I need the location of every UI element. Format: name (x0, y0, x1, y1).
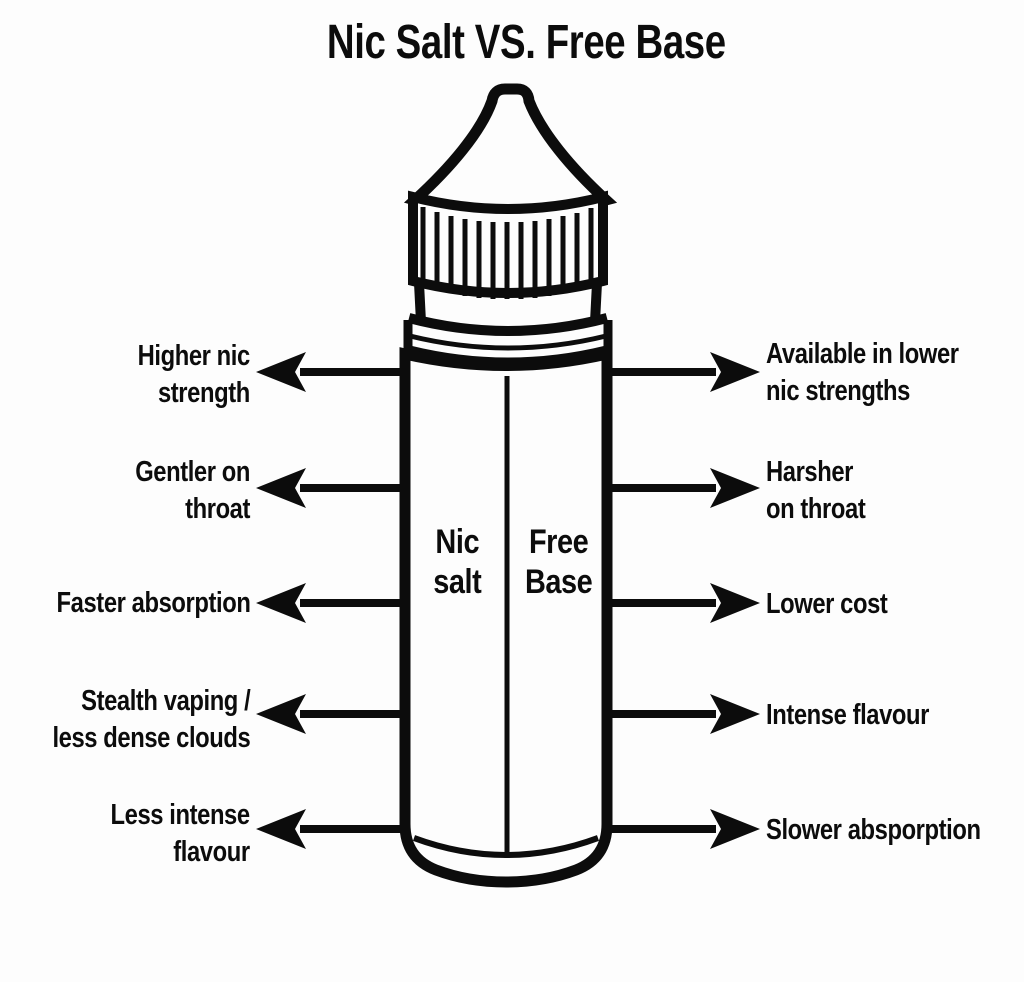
left-label-stealth-vaping: Stealth vaping / less dense clouds (52, 685, 250, 754)
page-title: Nic Salt VS. Free Base (326, 16, 726, 69)
left-arrow-icon-3 (256, 583, 410, 623)
left-arrow-icon-1 (256, 352, 410, 392)
bottle-illustration (399, 83, 618, 888)
right-label-lower-nic-strengths: Available in lower nic strengths (766, 338, 959, 407)
left-label-less-intense-flavour: Less intense flavour (110, 799, 251, 868)
right-arrow-icon-4 (606, 694, 760, 734)
right-label-intense-flavour: Intense flavour (766, 699, 930, 731)
right-label-lower-cost: Lower cost (766, 588, 888, 620)
right-label-slower-absorption: Slower absporption (766, 814, 981, 846)
bottle-neck-ring-bottom (409, 345, 607, 363)
left-label-gentler-on-throat: Gentler on throat (135, 456, 250, 525)
left-arrow-icon-4 (256, 694, 410, 734)
left-arrow-icon-2 (256, 468, 410, 508)
bottle-cap-ribs (420, 207, 594, 299)
bottle-cap-skirt-sides (414, 282, 602, 323)
bottle-dropper-tip (403, 83, 618, 219)
right-label-harsher-on-throat: Harsher on throat (766, 456, 866, 525)
right-arrow-icon-2 (606, 468, 760, 508)
right-arrow-icon-1 (606, 352, 760, 392)
right-arrow-icon-5 (606, 809, 760, 849)
bottle-side-label-free-base: Free Base (525, 523, 593, 601)
bottle-cap-skirt-bottom (407, 313, 609, 336)
right-arrow-icon-3 (606, 583, 760, 623)
bottle-side-label-nic-salt: Nic salt (432, 523, 482, 601)
comparison-arrows (256, 352, 760, 849)
left-arrow-icon-5 (256, 809, 410, 849)
left-label-higher-nic-strength: Higher nic strength (137, 340, 251, 409)
bottle-neck-ring-top (409, 333, 607, 351)
left-label-faster-absorption: Faster absorption (56, 587, 250, 619)
